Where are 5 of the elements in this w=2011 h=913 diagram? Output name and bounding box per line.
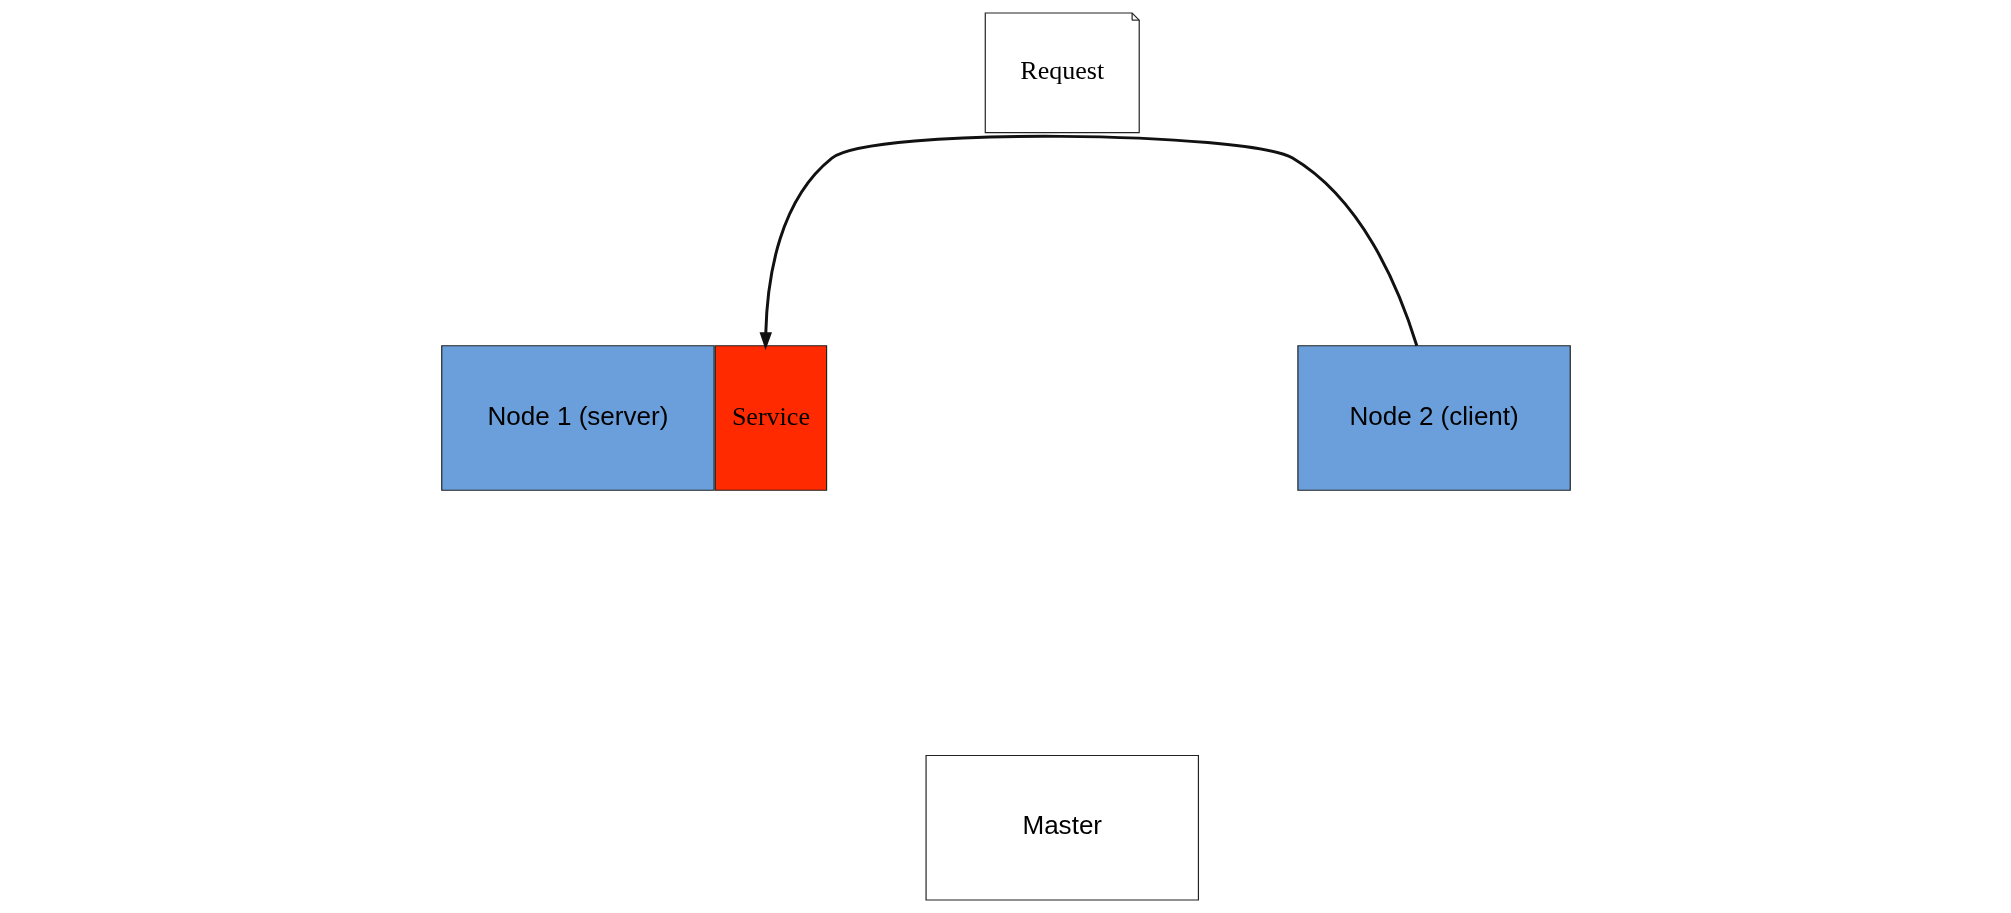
node-box: Node 2 (client)	[1296, 345, 1571, 491]
node-box: Service	[714, 345, 827, 491]
node-box: Node 1 (server)	[440, 345, 715, 491]
node-box: Master	[925, 754, 1199, 901]
arrow	[759, 134, 1418, 350]
